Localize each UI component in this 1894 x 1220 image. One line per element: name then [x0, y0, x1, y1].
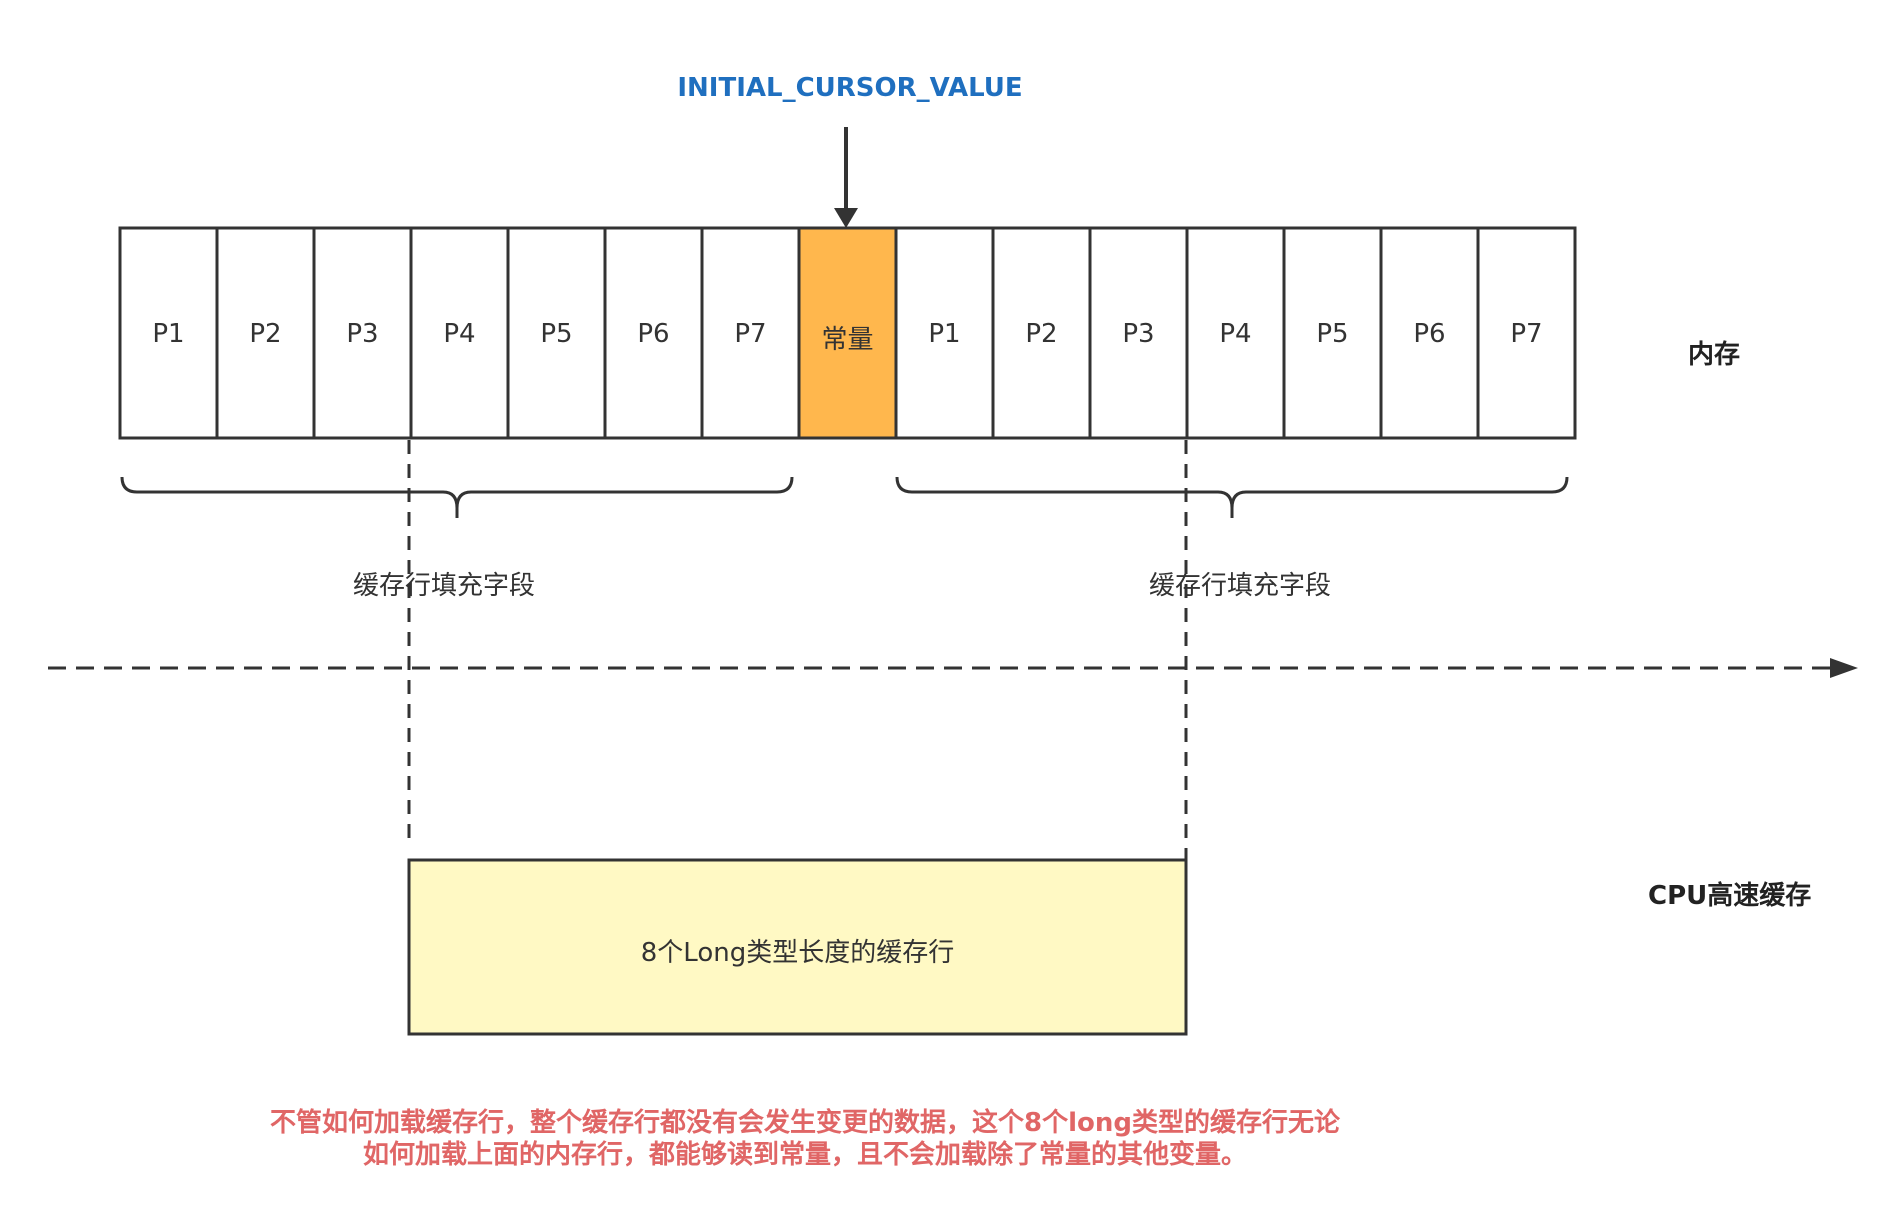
memory-cell-label: P6 — [1413, 319, 1446, 349]
pointer-label: INITIAL_CURSOR_VALUE — [677, 73, 1023, 103]
memory-cell-label: 常量 — [821, 325, 874, 355]
cache-line-label: 8个Long类型长度的缓存行 — [640, 938, 955, 968]
memory-cell-label: P1 — [928, 319, 961, 349]
memory-cell-label: P1 — [152, 319, 185, 349]
memory-cell — [603, 226, 704, 440]
memory-cell-label: P2 — [249, 319, 282, 349]
padding-label-left: 缓存行填充字段 — [353, 571, 536, 601]
padding-label-right: 缓存行填充字段 — [1149, 571, 1332, 601]
separator-arrow-head — [1830, 658, 1858, 678]
memory-cell — [894, 226, 995, 440]
memory-cell — [1088, 226, 1189, 440]
memory-cell-label: P6 — [637, 319, 670, 349]
memory-cell — [215, 226, 316, 440]
pointer-arrow-head — [834, 208, 858, 228]
cpu-cache-label: CPU高速缓存 — [1648, 881, 1812, 911]
memory-cell-label: P7 — [734, 319, 767, 349]
memory-cell — [991, 226, 1092, 440]
memory-cell — [1282, 226, 1383, 440]
memory-cell-label: P7 — [1510, 319, 1543, 349]
memory-cell-label: P5 — [1316, 319, 1349, 349]
memory-cell-label: P2 — [1025, 319, 1058, 349]
memory-cell — [1379, 226, 1480, 440]
note-line-2: 如何加载上面的内存行，都能够读到常量，且不会加载除了常量的其他变量。 — [362, 1140, 1247, 1170]
brace-right — [895, 476, 1569, 518]
memory-cell-label: P4 — [1219, 319, 1252, 349]
memory-row — [118, 226, 1577, 440]
memory-cell — [312, 226, 413, 440]
memory-cell-label: P4 — [443, 319, 476, 349]
note-line-1: 不管如何加载缓存行，整个缓存行都没有会发生变更的数据，这个8个long类型的缓存… — [270, 1108, 1340, 1138]
memory-cell-label: P3 — [346, 319, 379, 349]
memory-label: 内存 — [1688, 340, 1741, 370]
cache-line-box — [407, 858, 1188, 1036]
brace-left — [120, 476, 794, 518]
memory-cell-label: P3 — [1122, 319, 1155, 349]
memory-cell-label: P5 — [540, 319, 573, 349]
memory-cell — [1476, 226, 1577, 440]
